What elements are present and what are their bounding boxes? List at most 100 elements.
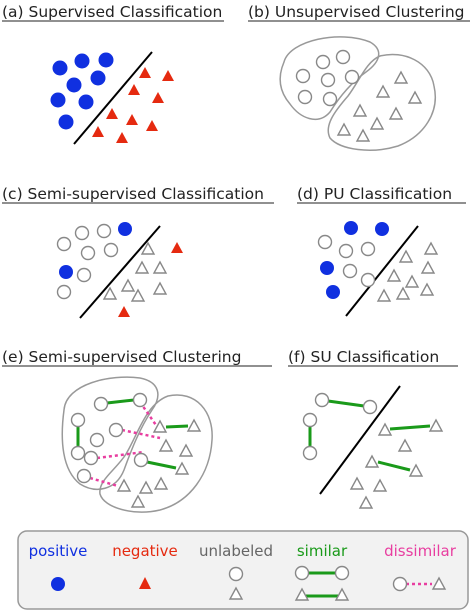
unlabeled-point	[74, 225, 90, 241]
unlabeled-point	[344, 69, 360, 85]
unlabeled-point	[388, 106, 404, 120]
decision-boundary	[319, 385, 401, 495]
legend-symbol-unlabeled	[228, 566, 244, 600]
unlabeled-point	[352, 103, 368, 117]
unlabeled-point	[138, 480, 154, 494]
negative-point	[162, 70, 174, 81]
panel-title-a: (a) Supervised Classification	[2, 3, 222, 21]
unlabeled-point	[153, 476, 169, 490]
unlabeled-point	[56, 284, 72, 300]
negative-point	[139, 67, 151, 78]
unlabeled-point	[76, 267, 92, 283]
panel-title-c: (c) Semi-supervised Classification	[2, 185, 264, 203]
negative-point	[128, 84, 140, 95]
unlabeled-point	[408, 463, 424, 477]
legend-similar-triangle-right	[334, 587, 350, 601]
cluster-outline-right	[327, 53, 436, 151]
negative-points	[92, 67, 174, 143]
unlabeled-point	[70, 445, 86, 461]
legend-label-unlabeled: unlabeled	[199, 542, 273, 560]
unlabeled-point	[335, 49, 351, 65]
unlabeled-point	[364, 454, 380, 468]
unlabeled-circles	[302, 392, 378, 461]
unlabeled-point	[103, 242, 119, 258]
unlabeled-point	[133, 452, 149, 468]
panel-e	[61, 376, 213, 513]
unlabeled-point	[130, 494, 146, 508]
legend-symbol-positive	[51, 577, 65, 591]
unlabeled-point	[80, 245, 96, 261]
panel-b	[279, 36, 436, 151]
unlabeled-triangles	[349, 418, 444, 509]
unlabeled-point	[407, 90, 423, 104]
legend-symbol-negative	[139, 577, 151, 589]
positive-point	[344, 221, 358, 235]
unlabeled-triangles	[116, 418, 202, 508]
legend-dissimilar-triangle	[431, 576, 447, 590]
panel-title-f: (f) SU Classification	[288, 348, 439, 366]
similar-link	[146, 460, 177, 470]
unlabeled-point	[174, 461, 190, 475]
legend-symbol-similar	[294, 565, 350, 601]
unlabeled-point	[302, 412, 318, 428]
legend-similar-triangle-left	[294, 587, 310, 601]
decision-boundary	[345, 225, 419, 317]
unlabeled-circles	[295, 49, 360, 107]
positive-point	[50, 92, 66, 108]
unlabeled-point	[376, 288, 392, 302]
negative-point	[106, 108, 118, 119]
panel-title-d: (d) PU Classification	[297, 185, 452, 203]
similar-link	[377, 460, 411, 472]
unlabeled-triangles	[102, 241, 168, 302]
positive-point	[52, 60, 68, 76]
similar-links	[308, 399, 431, 472]
legend-label-dissimilar: dissimilar	[384, 542, 457, 560]
positive-point	[375, 222, 389, 236]
unlabeled-circles	[317, 234, 376, 288]
legend-unlabeled-circle	[228, 566, 244, 582]
panel-c	[56, 222, 183, 319]
unlabeled-point	[398, 249, 414, 263]
unlabeled-point	[404, 274, 420, 288]
unlabeled-point	[152, 281, 168, 295]
cluster-outline-left	[61, 376, 159, 490]
negative-point	[152, 92, 164, 103]
unlabeled-point	[315, 54, 331, 70]
positive-point	[326, 285, 340, 299]
unlabeled-point	[152, 419, 168, 433]
legend-symbol-dissimilar	[392, 576, 447, 592]
positive-point	[78, 94, 94, 110]
legend-label-similar: similar	[297, 542, 348, 560]
unlabeled-circles	[70, 392, 149, 484]
unlabeled-point	[322, 91, 338, 107]
unlabeled-point	[372, 478, 388, 492]
unlabeled-point	[295, 68, 311, 84]
panel-f	[302, 385, 444, 509]
similar-links	[76, 398, 189, 470]
positive-point	[118, 222, 132, 236]
unlabeled-point	[420, 260, 436, 274]
negative-point	[116, 132, 128, 143]
positive-point	[74, 53, 90, 69]
unlabeled-circles	[56, 223, 119, 300]
panel-d	[317, 221, 439, 317]
legend-label-positive: positive	[29, 542, 88, 560]
unlabeled-point	[140, 241, 156, 255]
unlabeled-point	[102, 286, 118, 300]
legend-box	[17, 530, 469, 610]
legend-dissimilar-circle	[392, 576, 408, 592]
unlabeled-point	[419, 282, 435, 296]
legend-unlabeled-triangle	[228, 586, 244, 600]
similar-link	[327, 399, 365, 408]
unlabeled-point	[336, 122, 352, 136]
unlabeled-triangles	[376, 241, 439, 302]
unlabeled-point	[93, 396, 109, 412]
similar-link	[165, 424, 189, 429]
unlabeled-point	[132, 392, 148, 408]
negative-point	[118, 306, 130, 317]
unlabeled-point	[317, 234, 333, 250]
unlabeled-point	[130, 288, 146, 302]
unlabeled-point	[56, 236, 72, 252]
panel-titles: (a) Supervised Classification (b) Unsupe…	[2, 3, 470, 367]
